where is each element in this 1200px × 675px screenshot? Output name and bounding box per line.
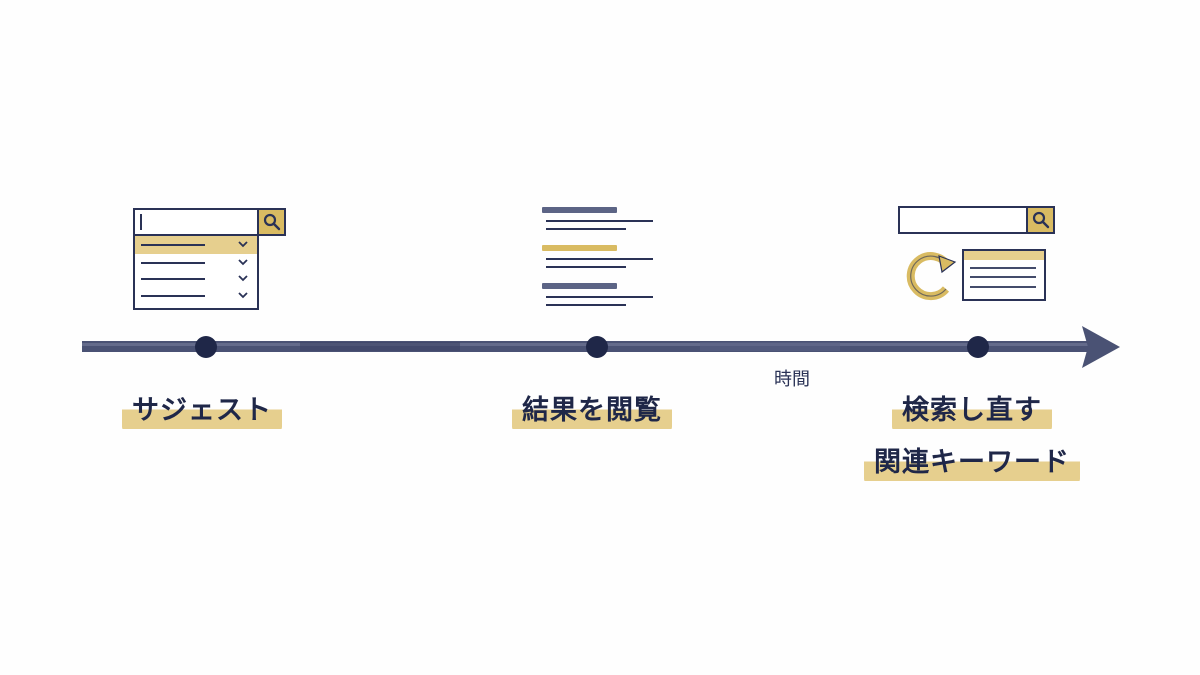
timeline-node-suggest [195, 336, 217, 358]
results-list-icon [542, 207, 653, 306]
stage-label-research: 検索し直す [892, 386, 1052, 431]
refresh-icon [906, 252, 957, 301]
stage-label-browse: 結果を閲覧 [512, 386, 672, 431]
stage-label-related-keywords: 関連キーワード [864, 438, 1080, 483]
timeline-node-browse [586, 336, 608, 358]
stage-label-suggest: サジェスト [122, 386, 282, 431]
timeline-node-research [967, 336, 989, 358]
suggest-search-box-icon [133, 208, 286, 310]
research-icon [898, 206, 1055, 301]
axis-label-time: 時間 [774, 369, 810, 390]
